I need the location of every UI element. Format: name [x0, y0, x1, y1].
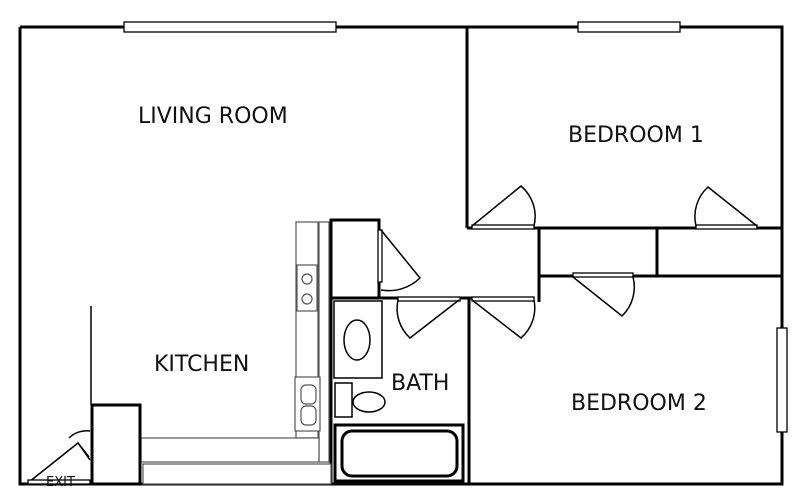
- bath-door[interactable]: [396, 296, 461, 339]
- room-label-kitchen: KITCHEN: [154, 352, 250, 377]
- bathtub: [333, 423, 465, 483]
- bedroom-2-door[interactable]: [471, 296, 536, 339]
- room-label-living-room: LIVING ROOM: [138, 104, 288, 129]
- bedroom-2-window: [776, 327, 788, 433]
- stove: [296, 264, 318, 312]
- exit-door[interactable]: [27, 430, 91, 485]
- kitchen-sink: [294, 376, 321, 432]
- linen-closet-door[interactable]: [377, 229, 422, 292]
- exit-label: EXIT: [46, 475, 75, 490]
- bedroom-1-window: [577, 21, 681, 33]
- interior-walls: [90, 218, 782, 484]
- bedroom-2-closet-door[interactable]: [572, 272, 636, 317]
- room-label-bath: BATH: [391, 371, 450, 396]
- refrigerator: [90, 403, 142, 486]
- room-label-bedroom-1: BEDROOM 1: [568, 123, 704, 148]
- toilet: [334, 382, 386, 418]
- bedroom-1-closet-door[interactable]: [694, 186, 758, 230]
- living-room-window: [123, 21, 337, 33]
- room-label-bedroom-2: BEDROOM 2: [571, 391, 707, 416]
- bath-vanity: [333, 300, 383, 379]
- kitchen-counters: [140, 221, 332, 485]
- bedroom-1-door-left[interactable]: [471, 185, 536, 230]
